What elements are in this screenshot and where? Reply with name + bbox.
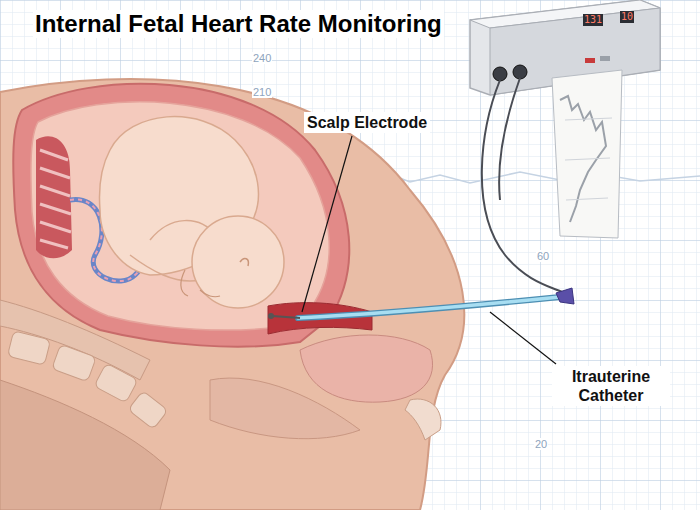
display-reading: 10	[620, 11, 634, 23]
intrauterine-catheter	[298, 297, 560, 318]
leader-line	[302, 136, 352, 312]
placenta	[36, 136, 72, 258]
part-label: Itrauterine Catheter	[552, 366, 670, 406]
part-label: Scalp Electrode	[304, 112, 430, 133]
cable	[482, 80, 562, 292]
scalp-electrode	[272, 316, 300, 318]
paper-strip	[552, 70, 622, 238]
scale-number: 210	[252, 86, 272, 98]
rectum	[210, 378, 360, 439]
abdomen	[0, 79, 464, 510]
diagram-title: Internal Fetal Heart Rate Monitoring	[33, 10, 444, 38]
catheter-hub	[556, 288, 574, 304]
display-reading: 131	[583, 14, 603, 26]
cable	[499, 78, 520, 200]
uterine-cavity	[31, 102, 329, 330]
leader-line	[490, 312, 556, 364]
scalp-electrode	[268, 313, 274, 319]
bladder	[300, 335, 433, 402]
intrauterine-catheter	[298, 297, 560, 318]
scale-number: 60	[536, 250, 550, 262]
fetus	[99, 117, 284, 308]
scale-number: 240	[252, 52, 272, 64]
scale-number: 20	[534, 438, 548, 450]
pubic-bone	[405, 399, 441, 440]
